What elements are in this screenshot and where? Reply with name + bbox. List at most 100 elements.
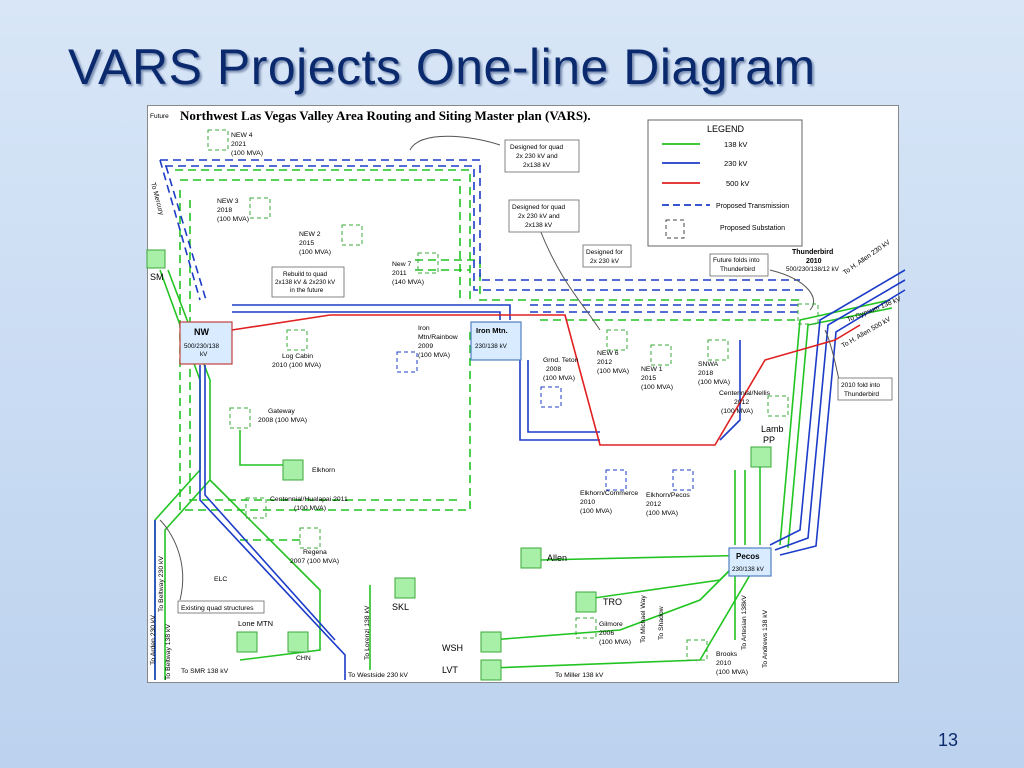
log-cabin-l2: 2010 (100 MVA) [272, 362, 321, 369]
elkhorn-label: Elkhorn [312, 467, 335, 474]
line-230-pecos2 [774, 279, 906, 551]
line-230-pecos [769, 269, 906, 546]
callout-existing [159, 519, 184, 601]
diagram-heading: Northwest Las Vegas Valley Area Routing … [180, 108, 591, 123]
to-westside: To Westside 230 kV [348, 672, 408, 679]
grnd-teton-l3: (100 MVA) [543, 375, 575, 382]
line-500-nw [231, 314, 861, 446]
prop-138-top2 [180, 179, 461, 300]
new1-substation [650, 344, 672, 366]
callout-designed2 [539, 229, 601, 331]
designed3-l1: Designed for [586, 249, 624, 256]
new6-l1: NEW 6 [597, 350, 619, 357]
to-smr: To SMR 138 kV [181, 668, 229, 675]
future-label: Future [150, 113, 169, 120]
grnd-teton-substation [540, 386, 562, 408]
elkhorn-pecos-substation [672, 469, 694, 491]
pecos-substation [728, 547, 772, 577]
iron-rainbow-l3: 2009 [418, 343, 433, 350]
thunderbird-name: Thunderbird [792, 249, 833, 256]
legend-proposed-substation: Proposed Substation [720, 225, 785, 232]
nw-rating2: kV [200, 351, 208, 358]
snwa-substation [707, 339, 729, 361]
tro-substation [575, 591, 597, 613]
rebuild-l2: 2x138 kV & 2x230 kV [275, 279, 336, 286]
lvt-substation [480, 659, 502, 681]
new6-l3: (100 MVA) [597, 368, 629, 375]
line-230-nw-iron2 [232, 311, 501, 320]
designed1-l2: 2x 230 kV and [516, 153, 558, 160]
centennial-nellis-substation [767, 395, 789, 417]
skl-label: SKL [392, 602, 409, 612]
wsh-substation [480, 631, 502, 653]
elkhorn-pecos-l2: 2012 [646, 501, 661, 508]
lone-mtn-substation [236, 631, 258, 653]
new7-substation [417, 252, 439, 274]
new4-substation [207, 129, 229, 151]
line-230-west [199, 365, 346, 680]
lamb-l1: Lamb [761, 424, 784, 434]
line-138-south [209, 479, 321, 661]
legend: LEGEND 138 kV 230 kV 500 kV Proposed Tra… [647, 119, 803, 247]
iron-mtn-name: Iron Mtn. [476, 326, 508, 335]
prop-230-top [160, 159, 800, 281]
new1-l2: 2015 [641, 375, 656, 382]
line-230-iron-east [519, 360, 600, 441]
wsh-label: WSH [442, 643, 463, 653]
iron-mtn-substation [470, 321, 522, 361]
snwa-l2: 2018 [698, 370, 713, 377]
to-michael-way: To Michael Way [640, 595, 647, 643]
slide-number: 13 [938, 730, 959, 750]
new2-l1: NEW 2 [299, 231, 321, 238]
thunderbird-rating: 500/230/138/12 kV [786, 266, 840, 273]
elkhorn-commerce-substation [605, 469, 627, 491]
elkhorn-substation [282, 459, 304, 481]
new3-l3: (100 MVA) [217, 216, 249, 223]
to-arden: To Arden 230 kV [150, 615, 157, 665]
lvt-label: LVT [442, 665, 458, 675]
regena-l2: 2007 (100 MVA) [290, 558, 339, 565]
iron-rainbow-l4: (100 MVA) [418, 352, 450, 359]
sm-substation [146, 249, 166, 269]
to-mercury: To Mercury [149, 182, 165, 217]
new6-substation [606, 329, 628, 351]
legend-138: 138 kV [724, 140, 747, 149]
gilmore-l2: 2006 [599, 630, 614, 637]
prop-138-loop [189, 200, 460, 501]
line-230-pecos3 [779, 289, 906, 556]
centennial-nellis-l3: (100 MVA) [721, 408, 753, 415]
legend-proposed-transmission: Proposed Transmission [716, 203, 789, 210]
lone-mtn-label: Lone MTN [238, 619, 273, 628]
to-artesian: To Artesian 138kV [741, 595, 748, 650]
iron-rainbow-substation [396, 351, 418, 373]
new7-l3: (140 MVA) [392, 279, 424, 286]
gateway-substation [229, 407, 251, 429]
elc-label: ELC [214, 576, 227, 583]
to-beltway-230: To Beltway 230 kV [158, 556, 165, 612]
gateway-l2: 2008 (100 MVA) [258, 417, 307, 424]
new2-substation [341, 224, 363, 246]
new4-l2: 2021 [231, 141, 246, 148]
existing-quad-label: Existing quad structures [181, 605, 254, 612]
prop-138-new7 [415, 259, 800, 301]
lamb-substation [750, 446, 772, 468]
prop-138-top [175, 169, 471, 300]
line-138-lvt [489, 574, 751, 669]
centennial-hualapai-l1: Centennial/Hualapai 2011 [270, 496, 348, 503]
prop-230-mercury [159, 159, 201, 301]
new6-l2: 2012 [597, 359, 612, 366]
line-138-pecos-w [579, 559, 741, 601]
new3-substation [249, 197, 271, 219]
substations [146, 129, 819, 681]
nw-name: NW [194, 327, 209, 337]
iron-rainbow-l1: Iron [418, 325, 430, 332]
gateway-l1: Gateway [268, 408, 295, 415]
to-shadow: To Shadow [658, 606, 665, 640]
new3-l1: NEW 3 [217, 198, 239, 205]
new7-l2: 2011 [392, 270, 407, 277]
line-138-gateway [239, 430, 290, 466]
centennial-hualapai-substation [245, 497, 267, 519]
new7-l1: New 7 [392, 261, 411, 268]
designed3-l2: 2x 230 kV [590, 258, 620, 265]
